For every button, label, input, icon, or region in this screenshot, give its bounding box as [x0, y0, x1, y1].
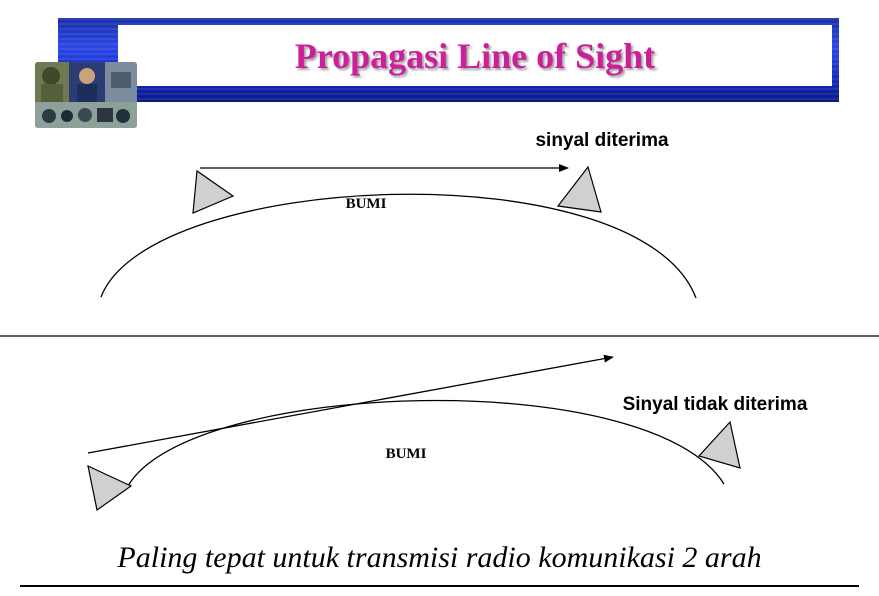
signal-not-received-label: Sinyal tidak diterima: [623, 394, 808, 415]
military-communications-photo: [35, 62, 137, 128]
caption-underline: [20, 585, 859, 587]
title-box: [118, 25, 832, 86]
slide-title: Propagasi Line of Sight: [294, 36, 656, 76]
antenna-icon-top-right: [556, 165, 602, 213]
earth-label-bottom: BUMI: [386, 446, 427, 462]
signal-arrow-bottom: [87, 354, 614, 454]
slide-caption: Paling tepat untuk transmisi radio komun…: [117, 541, 762, 574]
antenna-icon-bottom-right: [697, 420, 741, 469]
earth-label-top: BUMI: [346, 196, 387, 212]
signal-received-label: sinyal diterima: [535, 130, 668, 151]
earth-curve-bottom: [127, 399, 725, 487]
antenna-icon-top-left: [192, 169, 235, 214]
antenna-icon-bottom-left: [87, 464, 133, 512]
earth-curve-top: [100, 193, 697, 299]
